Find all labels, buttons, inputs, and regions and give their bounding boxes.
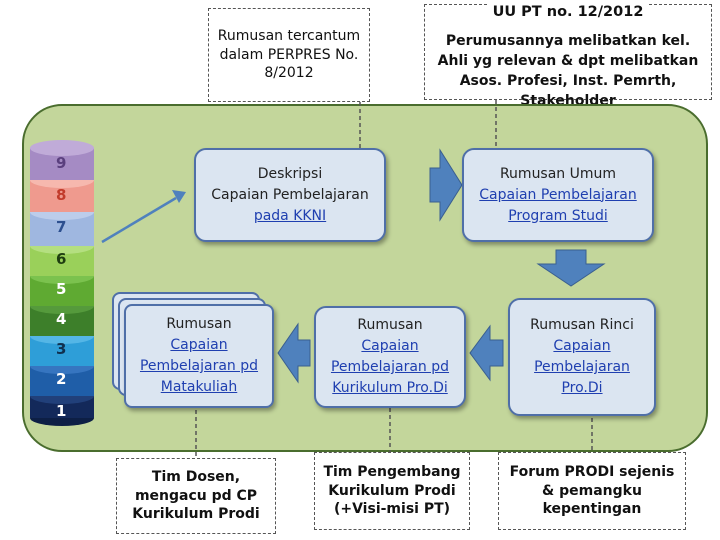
- diagonal-arrow-head: [172, 190, 186, 203]
- kurikulum-line1: Rumusan: [357, 317, 423, 333]
- arrow-left-2: [277, 322, 311, 384]
- rumusan-umum-box: Rumusan Umum Capaian Pembelajaran Progra…: [462, 148, 654, 242]
- level-7-label: 7: [56, 218, 67, 236]
- uu-pt-note: UU PT no. 12/2012 Perumusannya melibatka…: [424, 3, 712, 109]
- forum-prodi-text: Forum PRODI sejenis & pemangku kepenting…: [509, 463, 675, 518]
- umum-link-prodi[interactable]: Program Studi: [508, 207, 608, 224]
- arrow-left-1: [469, 324, 504, 382]
- umum-link-cp[interactable]: Capaian Pembelajaran: [479, 186, 637, 203]
- level-2-label: 2: [56, 370, 67, 388]
- tim-dosen-note: Tim Dosen, mengacu pd CP Kurikulum Prodi: [116, 458, 276, 534]
- level-9-top: [30, 140, 94, 156]
- perpres-note: Rumusan tercantum dalam PERPRES No. 8/20…: [208, 8, 370, 102]
- diagonal-arrow-line: [101, 196, 177, 244]
- kurikulum-link-pembelajaran[interactable]: Pembelajaran pd: [330, 359, 450, 375]
- kurikulum-link-capaian[interactable]: Capaian: [361, 338, 419, 354]
- rinci-link-capaian[interactable]: Capaian: [553, 338, 611, 354]
- matakuliah-line1: Rumusan: [166, 316, 232, 332]
- tim-dosen-text: Tim Dosen, mengacu pd CP Kurikulum Prodi: [132, 468, 260, 523]
- level-1-label: 1: [56, 402, 67, 420]
- kurikulum-link-prodi[interactable]: Kurikulum Pro.Di: [332, 380, 448, 396]
- umum-line1: Rumusan Umum: [499, 165, 617, 182]
- matakuliah-link-matakuliah[interactable]: Matakuliah: [160, 379, 238, 395]
- level-3-label: 3: [56, 340, 67, 358]
- level-9-label: 9: [56, 154, 67, 172]
- level-stack: [30, 140, 94, 426]
- rinci-link-prodi[interactable]: Pro.Di: [561, 380, 603, 396]
- rinci-link-pembelajaran[interactable]: Pembelajaran: [534, 359, 630, 375]
- tim-pengembang-note: Tim Pengembang Kurikulum Prodi (+Visi-mi…: [314, 452, 470, 530]
- level-4-label: 4: [56, 310, 67, 328]
- level-6-label: 6: [56, 250, 67, 268]
- level-8-label: 8: [56, 186, 67, 204]
- arrow-down: [536, 249, 606, 287]
- level-5-label: 5: [56, 280, 67, 298]
- deskripsi-line2: Capaian Pembelajaran: [211, 186, 369, 203]
- rumusan-rinci-box: Rumusan Rinci Capaian Pembelajaran Pro.D…: [508, 298, 656, 416]
- uu-pt-title: UU PT no. 12/2012: [488, 3, 648, 23]
- rumusan-matakuliah-box: Rumusan Capaian Pembelajaran pd Matakuli…: [124, 304, 274, 408]
- deskripsi-link-kkni[interactable]: pada KKNI: [253, 207, 327, 224]
- rinci-line1: Rumusan Rinci: [530, 317, 634, 333]
- matakuliah-link-capaian[interactable]: Capaian: [170, 337, 228, 353]
- deskripsi-cp-kkni-box: Deskripsi Capaian Pembelajaran pada KKNI: [194, 148, 386, 242]
- rumusan-kurikulum-box: Rumusan Capaian Pembelajaran pd Kurikulu…: [314, 306, 466, 408]
- forum-prodi-note: Forum PRODI sejenis & pemangku kepenting…: [498, 452, 686, 530]
- perpres-note-text: Rumusan tercantum dalam PERPRES No. 8/20…: [217, 27, 361, 82]
- deskripsi-line1: Deskripsi: [257, 165, 323, 182]
- matakuliah-link-pembelajaran[interactable]: Pembelajaran pd: [139, 358, 259, 374]
- arrow-right-1: [429, 148, 463, 222]
- tim-pengembang-text: Tim Pengembang Kurikulum Prodi (+Visi-mi…: [323, 463, 461, 518]
